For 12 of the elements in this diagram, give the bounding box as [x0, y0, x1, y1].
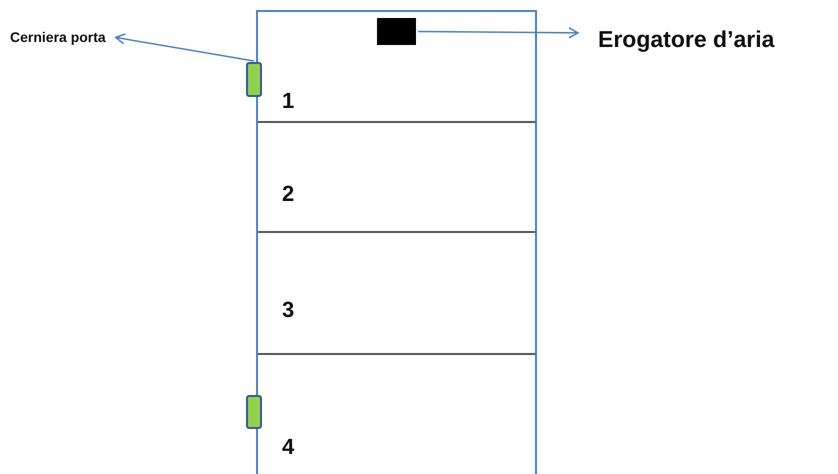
- arrow: [418, 27, 579, 39]
- compartment-number: 1: [282, 90, 294, 112]
- door-hinge: [246, 62, 262, 97]
- door-hinge: [246, 395, 262, 429]
- compartment-number: 3: [282, 299, 294, 321]
- compartment-number: 2: [282, 183, 294, 205]
- arrow: [114, 33, 254, 62]
- callout-label: Erogatore d’aria: [598, 26, 774, 54]
- air-outlet: [377, 18, 416, 45]
- callout-label: Cerniera porta: [10, 29, 106, 46]
- cabinet-outline: [256, 10, 537, 474]
- compartment-number: 4: [282, 436, 294, 458]
